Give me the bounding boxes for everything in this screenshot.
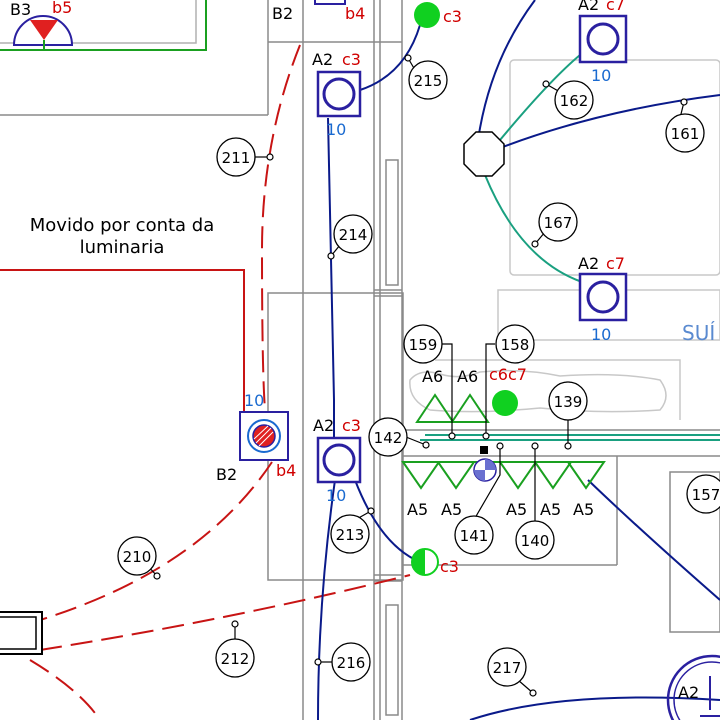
green-point-circuit: c3 [440, 557, 459, 576]
callout-140: 140 [515, 520, 555, 560]
fixture-circuit: b4 [276, 461, 296, 480]
callout-label: 210 [123, 548, 152, 566]
callout-label: 161 [671, 125, 700, 143]
fixture-circuit: c3 [342, 50, 361, 69]
callout-217: 217 [487, 647, 527, 687]
callout-label: 141 [460, 527, 489, 545]
callouts: 215 211 214 162 161 167 159 158 139 142 … [117, 60, 720, 687]
note-leader [0, 269, 245, 412]
callout-161: 161 [665, 113, 705, 153]
callout-label: 142 [374, 429, 403, 447]
strip-top-label: A6 [457, 367, 478, 386]
callout-label: 211 [222, 149, 251, 167]
strip-bottom-label: A5 [407, 500, 428, 519]
fixture-type: B3 [10, 0, 31, 19]
callout-157: 157 [686, 474, 720, 514]
fixture-value: 10 [326, 120, 346, 139]
callout-167: 167 [538, 202, 578, 242]
callout-139: 139 [548, 381, 588, 421]
junction-box-octagon [463, 131, 505, 177]
fixture-value: 10 [326, 486, 346, 505]
green-point-circuit: c3 [443, 7, 462, 26]
callout-label: 140 [521, 532, 550, 550]
fixture-a2-c3-top: A2 c3 10 [312, 50, 362, 139]
fixture-type: A2 [578, 254, 599, 273]
callout-211: 211 [216, 137, 256, 177]
room-label: SUÍ [682, 321, 715, 345]
teal-circuits [420, 54, 720, 441]
callout-label: 217 [493, 659, 522, 677]
leader-dots [153, 54, 688, 697]
green-point-c6c7: c6c7 [489, 365, 527, 416]
callout-label: 139 [554, 393, 583, 411]
strip-bottom-label: A5 [441, 500, 462, 519]
fixture-value: 10 [591, 66, 611, 85]
fixture-circuit: c3 [342, 416, 361, 435]
green-point-c3-top: c3 [414, 2, 462, 28]
dashed-routes [29, 44, 411, 720]
fixture-type: A2 [578, 0, 599, 14]
fixture-circuit: b4 [345, 4, 365, 23]
note-line-2: luminaria [80, 237, 165, 258]
fixture-type: B2 [272, 4, 293, 23]
fixture-b3-b5: B3 b5 [10, 0, 74, 50]
callout-216: 216 [331, 642, 371, 682]
callout-label: 213 [336, 526, 365, 544]
fixture-circuit: b5 [52, 0, 72, 17]
green-point-circuit: c6c7 [489, 365, 527, 384]
callout-213: 213 [330, 514, 370, 554]
strip-top-label: A6 [422, 367, 443, 386]
fixture-value: 10 [244, 391, 264, 410]
callout-215: 215 [408, 60, 448, 100]
callout-162: 162 [554, 80, 594, 120]
fixture-circuit: c7 [606, 0, 625, 14]
fixture-a2-c7-mid: A2 c7 10 [578, 254, 628, 344]
callout-label: 215 [414, 72, 443, 90]
callout-label: 216 [337, 654, 366, 672]
callout-212: 212 [215, 638, 255, 678]
fixture-type: A2 [678, 683, 699, 702]
fixture-type: A2 [313, 416, 334, 435]
callout-label: 212 [221, 650, 250, 668]
fixture-type: B2 [216, 465, 237, 484]
triangle-strip [401, 393, 606, 490]
switch-box [0, 611, 43, 655]
callout-210: 210 [117, 536, 157, 576]
strip-bottom-label: A5 [540, 500, 561, 519]
note-line-1: Movido por conta da [30, 215, 215, 236]
callout-158: 158 [495, 324, 535, 364]
callout-label: 158 [501, 336, 530, 354]
strip-bottom-label: A5 [506, 500, 527, 519]
fixture-type: A2 [312, 50, 333, 69]
fixture-b2-b4: 10 B2 b4 [216, 391, 296, 484]
callout-label: 167 [544, 214, 573, 232]
strip-labels: A6 A6 A5 A5 A5 A5 A5 [407, 367, 594, 519]
fixture-value: 10 [591, 325, 611, 344]
green-point-c3-bottom: c3 [411, 548, 459, 576]
sensor-icon [473, 446, 497, 482]
callout-214: 214 [333, 214, 373, 254]
callout-label: 214 [339, 226, 368, 244]
callout-label: 157 [692, 486, 720, 504]
fixture-a2-c7-top: A2 c7 10 [578, 0, 628, 85]
callout-159: 159 [403, 324, 443, 364]
callout-label: 162 [560, 92, 589, 110]
callout-141: 141 [454, 515, 494, 555]
fixture-circuit: c7 [606, 254, 625, 273]
callout-label: 159 [409, 336, 438, 354]
room-outline-green [0, 0, 207, 51]
strip-bottom-label: A5 [573, 500, 594, 519]
callout-142: 142 [368, 417, 408, 457]
fixture-b2-b4-top: B2 b4 [272, 0, 365, 23]
fixture-a2-c3-bottom: A2 c3 10 [313, 416, 362, 505]
fixture-a2-bottom-right: A2 [666, 654, 720, 720]
